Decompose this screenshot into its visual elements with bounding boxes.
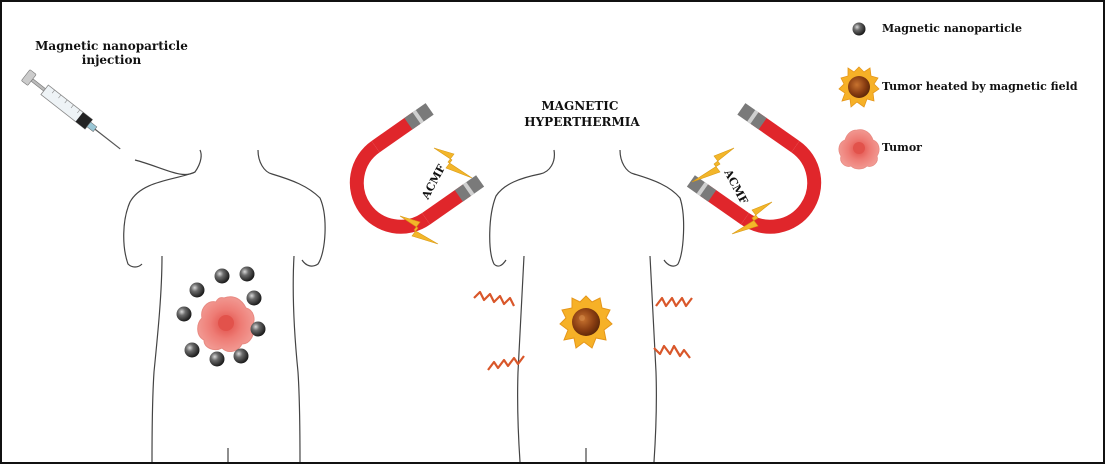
legend-item-heated-tumor: Tumor heated by magnetic field (882, 80, 1078, 93)
legend-item-tumor: Tumor (882, 141, 922, 154)
legend-label-heated-tumor: Tumor heated by magnetic field (882, 80, 1078, 93)
nanoparticle (240, 267, 255, 282)
syringe-icon (21, 70, 124, 155)
horseshoe-magnet-icon (687, 103, 836, 250)
left-tumor (198, 297, 254, 352)
legend-nanoparticle-icon (853, 23, 866, 36)
horseshoe-magnet-icon (336, 103, 485, 250)
nanoparticle (234, 349, 249, 364)
magnet-label-left: ACMF (419, 162, 449, 202)
nanoparticle (215, 269, 230, 284)
nanoparticle (190, 283, 205, 298)
nanoparticle (177, 307, 192, 322)
legend-label-tumor: Tumor (882, 141, 922, 154)
nanoparticle (247, 291, 262, 306)
heated-tumor (560, 296, 612, 348)
center-title: MAGNETIC HYPERTHERMIA (524, 99, 640, 129)
nanoparticle (210, 352, 225, 367)
nanoparticle (185, 343, 200, 358)
nanoparticle (251, 322, 266, 337)
legend-tumor-icon (839, 130, 879, 169)
legend-heated-tumor-icon (839, 67, 879, 107)
legend-label-nanoparticle: Magnetic nanoparticle (882, 22, 1022, 35)
legend-item-nanoparticle: Magnetic nanoparticle (882, 22, 1022, 35)
